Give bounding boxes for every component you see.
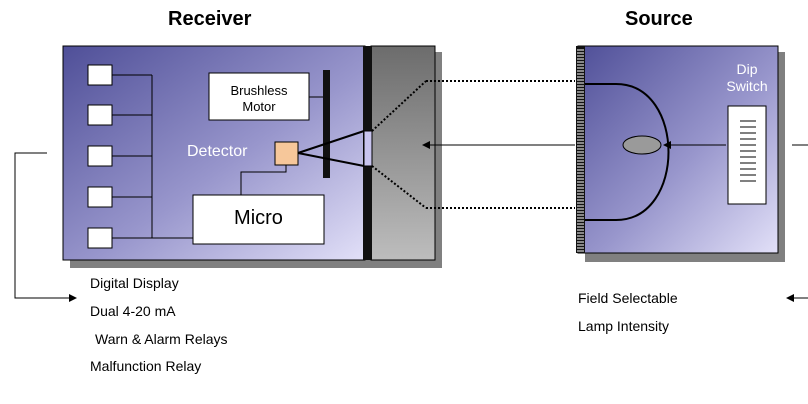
source-unit — [576, 45, 808, 262]
receiver-title: Receiver — [168, 8, 252, 30]
output-indicator — [87, 186, 113, 208]
receiver-end-cap — [370, 45, 436, 261]
receiver-view-top — [371, 80, 427, 132]
indicator-bus — [112, 74, 196, 239]
micro-label: Micro — [234, 207, 283, 229]
receiver-unit — [62, 45, 442, 268]
lamp-ellipse — [622, 135, 662, 155]
output-item: Warn & Alarm Relays — [95, 331, 228, 347]
outputs-bracket-arrow — [14, 152, 77, 302]
optical-cone — [297, 130, 365, 167]
detector-to-micro-wire — [240, 165, 287, 195]
output-indicators — [87, 64, 113, 249]
input-item: Lamp Intensity — [578, 318, 670, 334]
output-item: Malfunction Relay — [90, 358, 202, 374]
brushless-motor-box — [208, 72, 310, 121]
output-item: Digital Display — [90, 275, 179, 291]
detector-label: Detector — [187, 143, 248, 160]
reflector-curve — [585, 83, 670, 221]
connectors — [14, 80, 808, 302]
dip-switch-box — [727, 105, 767, 205]
dip-label-line2: Switch — [726, 78, 768, 94]
dip-label-line1: Dip — [736, 61, 758, 77]
motor-label-line1: Brushless — [230, 83, 288, 98]
motor-label-line2: Motor — [242, 99, 276, 114]
output-indicator — [87, 64, 113, 86]
detector-box — [274, 141, 299, 166]
micro-box — [192, 194, 325, 245]
output-indicator — [87, 104, 113, 126]
input-item: Field Selectable — [578, 290, 678, 306]
dip-switch-ticks — [740, 120, 756, 182]
chopper-blade — [323, 70, 330, 178]
output-item: Dual 4-20 mA — [90, 303, 176, 319]
source-title: Source — [625, 8, 693, 30]
receiver-view-bottom — [371, 165, 427, 209]
source-lens-ticks — [577, 49, 584, 252]
output-indicator — [87, 145, 113, 167]
receiver-window-aperture — [363, 130, 373, 167]
output-indicator — [87, 227, 113, 249]
